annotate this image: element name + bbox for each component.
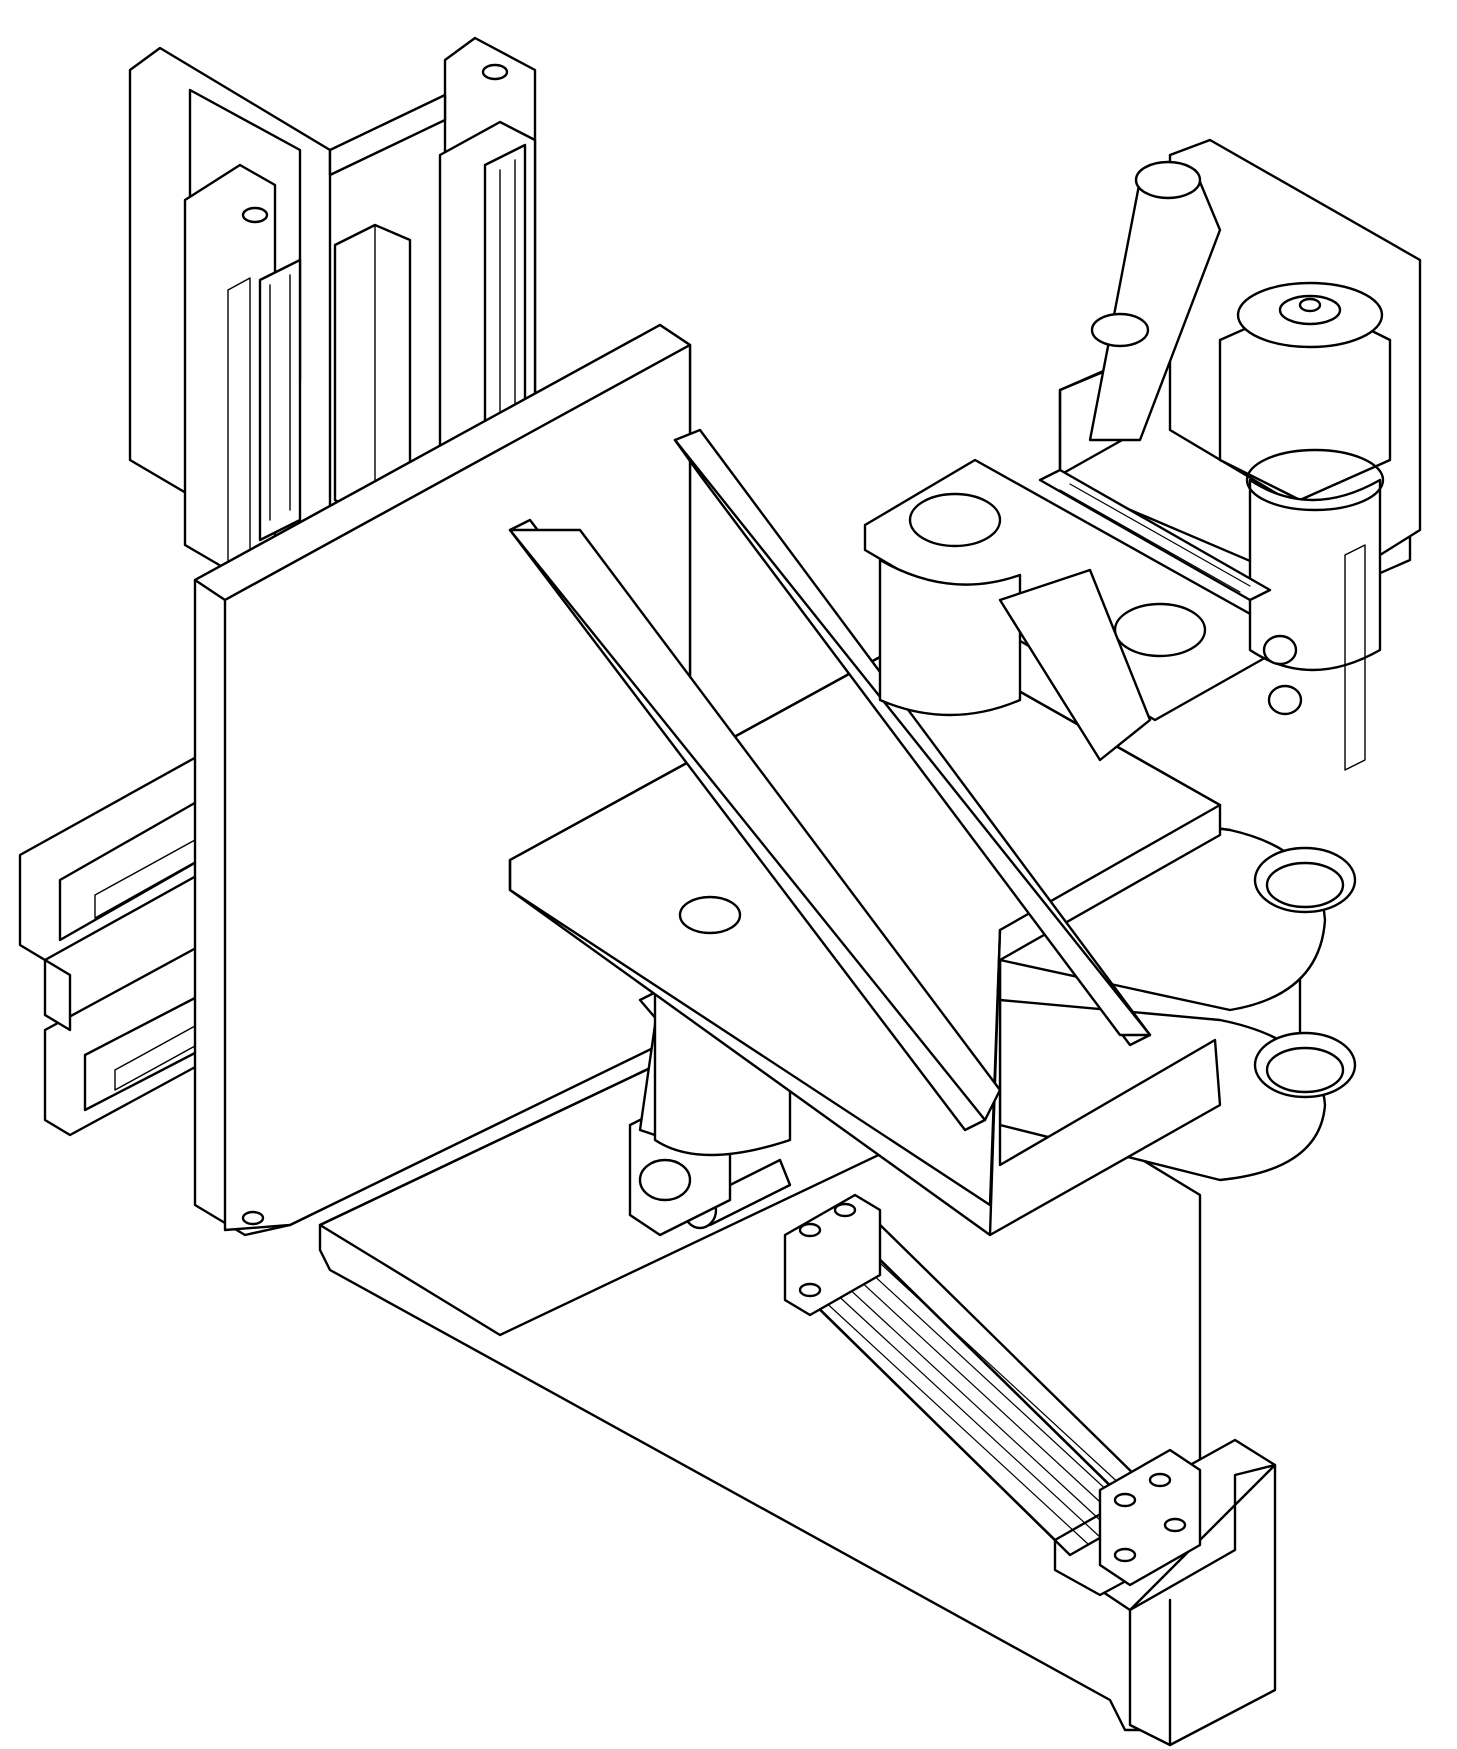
diagonal-rib-left bbox=[508, 518, 1002, 1132]
mid-pivot-post bbox=[878, 558, 1152, 762]
linear-bearing-strip bbox=[1038, 468, 1272, 602]
upper-linkage-arm bbox=[1088, 160, 1222, 442]
fitting-upper bbox=[1262, 634, 1298, 666]
servo-motor bbox=[1218, 281, 1392, 771]
diagonal-rib-right bbox=[673, 428, 1152, 1047]
hydraulic-cylinder bbox=[682, 1158, 1202, 1587]
left-side-rail-upper bbox=[18, 753, 227, 962]
left-guide-rail bbox=[183, 163, 302, 582]
fitting-lower bbox=[1267, 684, 1303, 716]
